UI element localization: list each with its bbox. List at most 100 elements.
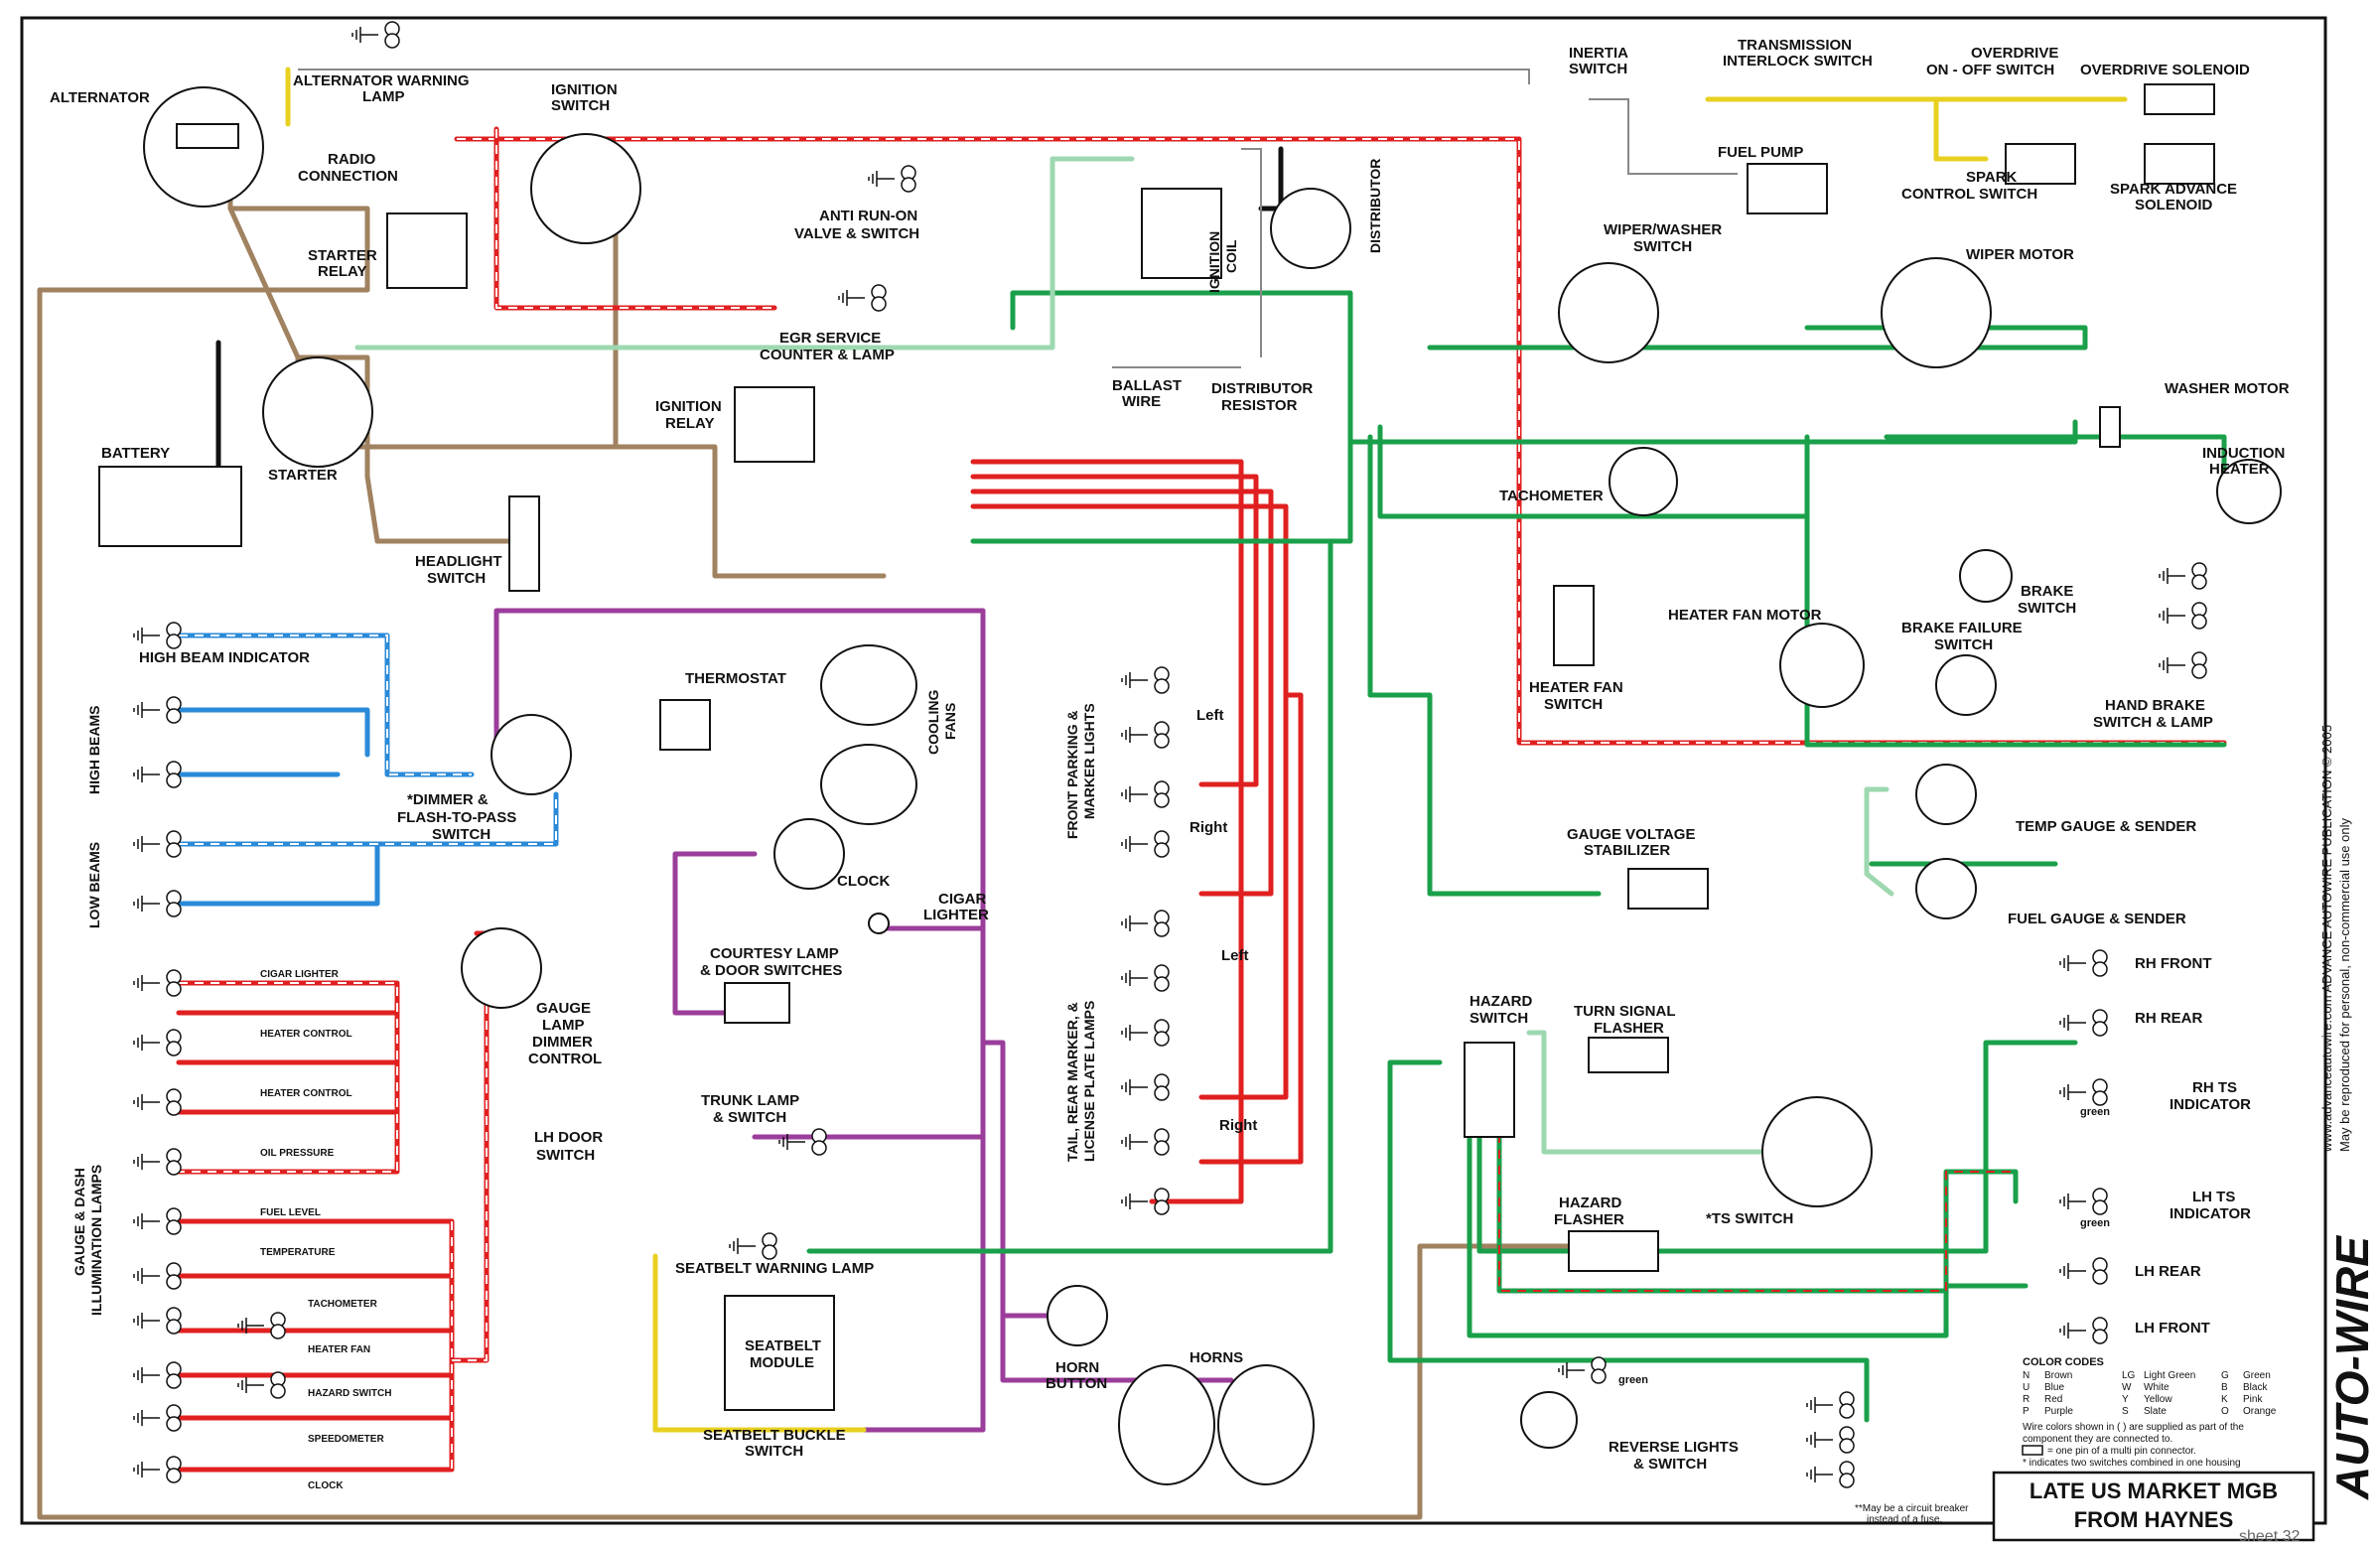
bulb-icon (351, 21, 400, 49)
bulb-icon (2159, 651, 2207, 679)
battery-symbol (98, 466, 242, 547)
label-ign-coil-1: IGNITION (1206, 231, 1222, 293)
legend-code: W (2122, 1382, 2132, 1393)
bulb-icon (2059, 1188, 2108, 1215)
label-dist-resistor-2: RESISTOR (1221, 397, 1298, 414)
label-dimmer-3: SWITCH (432, 826, 490, 843)
label-tail-2: LICENSE PLATE LAMPS (1081, 1001, 1097, 1162)
label-egr-1: EGR SERVICE (779, 330, 881, 347)
label-distributor: DISTRIBUTOR (1367, 159, 1383, 253)
cigar-lighter-symbol (868, 913, 890, 934)
label-inertia-1: INERTIA (1569, 45, 1628, 62)
ignition-switch-symbol (530, 133, 641, 244)
legend-color-name: Blue (2044, 1382, 2064, 1393)
label-seatbelt-lamp: SEATBELT WARNING LAMP (675, 1260, 874, 1277)
courtesy-switch-symbol (724, 982, 790, 1024)
label-anti-runon-2: VALVE & SWITCH (794, 225, 919, 242)
bulb-icon (133, 1361, 182, 1389)
reverse-switch-symbol (1520, 1391, 1578, 1449)
starter-relay-symbol (386, 212, 468, 289)
legend-note-1: Wire colors shown in ( ) are supplied as… (2023, 1422, 2244, 1433)
wire-green-ts (1467, 1040, 2078, 1338)
bulb-icon (1806, 1391, 1855, 1419)
label-stabilizer-2: STABILIZER (1584, 842, 1670, 859)
label-gauge-dimmer-4: CONTROL (528, 1051, 602, 1067)
label-right-front: Right (1190, 819, 1227, 836)
label-ballast-1: BALLAST (1112, 377, 1182, 394)
components (98, 83, 2282, 1485)
label-rh-front: RH FRONT (2135, 955, 2212, 972)
bulb-icon (2059, 1317, 2108, 1344)
bulb-icon (1121, 964, 1170, 992)
label-brake-failure-1: BRAKE FAILURE (1901, 620, 2023, 636)
label-heater-fan-sw-2: SWITCH (1544, 696, 1603, 713)
bulb-icon (838, 284, 887, 312)
dimmer-switch-symbol (490, 714, 572, 795)
label-brake-failure-2: SWITCH (1934, 636, 1993, 653)
legend-heading: COLOR CODES (2023, 1356, 2104, 1368)
label-spark-control-2: CONTROL SWITCH (1901, 186, 2037, 203)
bulb-icon (1121, 1019, 1170, 1047)
label-alt-warning-2: LAMP (362, 88, 405, 105)
legend-code: Y (2122, 1394, 2129, 1405)
label-trunk-1: TRUNK LAMP (701, 1092, 799, 1109)
legend-color-name: Slate (2144, 1406, 2167, 1417)
heater-fan-switch-symbol (1553, 585, 1595, 666)
wire-lg (354, 156, 1894, 1155)
title-line-1: LATE US MARKET MGB (2030, 1478, 2278, 1503)
label-heater-fan-sw-1: HEATER FAN (1529, 679, 1623, 696)
label-gauge-dimmer-2: LAMP (542, 1017, 585, 1034)
label-seatbelt-mod-2: MODULE (750, 1354, 814, 1371)
label-courtesy-1: COURTESY LAMP (710, 945, 839, 962)
gauge-lamp-label: CIGAR LIGHTER (260, 969, 340, 980)
bulb-icon (133, 1148, 182, 1176)
turn-flasher-symbol (1588, 1037, 1669, 1073)
bulb-icon (2059, 949, 2108, 977)
legend-note-3: = one pin of a multi pin connector. (2047, 1446, 2196, 1457)
diagram-border (20, 16, 2327, 1525)
sheet-number: sheet 32 (2239, 1528, 2300, 1545)
ignition-relay-symbol (734, 386, 815, 463)
brake-switch-symbol (1959, 549, 2013, 603)
label-spark-control-1: SPARK (1966, 169, 2018, 186)
label-clock: CLOCK (837, 873, 890, 890)
bulb-icon (133, 1456, 182, 1483)
label-ignition-2: SWITCH (551, 97, 610, 114)
label-hazard-flasher-2: FLASHER (1554, 1211, 1624, 1228)
seatbelt-module-symbol (724, 1295, 835, 1411)
label-tail-1: TAIL, REAR MARKER, & (1064, 1002, 1080, 1162)
label-brake-switch-1: BRAKE (2021, 583, 2073, 600)
clock-symbol (773, 818, 845, 890)
legend-color-name: Purple (2044, 1406, 2073, 1417)
wire-red-tail (1198, 692, 1304, 1165)
bulb-icon (133, 696, 182, 724)
wire-red-park4 (970, 503, 1289, 1100)
bulb-icon (1806, 1461, 1855, 1488)
legend-color-name: Red (2044, 1394, 2062, 1405)
legend-code: G (2221, 1370, 2229, 1381)
bulb-icon (133, 1307, 182, 1335)
bulb-icon (133, 1029, 182, 1056)
bulb-icon (1121, 721, 1170, 749)
bulb-icon (868, 165, 916, 193)
gauge-stabilizer-symbol (1627, 868, 1709, 910)
thermostat-symbol (659, 699, 711, 751)
gauge-lamp-label: SPEEDOMETER (308, 1434, 384, 1445)
bulb-icon (2159, 562, 2207, 590)
label-starter: STARTER (268, 467, 338, 484)
bulb-icon (133, 1262, 182, 1290)
wire-white (298, 69, 1738, 368)
legend-code: B (2221, 1382, 2228, 1393)
label-dimmer-2: FLASH-TO-PASS (397, 809, 516, 826)
label-high-beams: HIGH BEAMS (86, 706, 102, 794)
label-starter-relay-1: STARTER (308, 247, 377, 264)
label-alternator: ALTERNATOR (50, 89, 150, 106)
heater-fan-motor-symbol (1779, 623, 1865, 708)
label-horn-button-2: BUTTON (1046, 1375, 1107, 1392)
label-od-solenoid: OVERDRIVE SOLENOID (2080, 62, 2250, 78)
label-reverse-1: REVERSE LIGHTS (1609, 1439, 1739, 1456)
copyright-line-2: May be reproduced for personal, non-comm… (2337, 817, 2352, 1152)
label-hazard-flasher-1: HAZARD (1559, 1195, 1621, 1211)
wiper-switch-symbol (1558, 262, 1659, 363)
